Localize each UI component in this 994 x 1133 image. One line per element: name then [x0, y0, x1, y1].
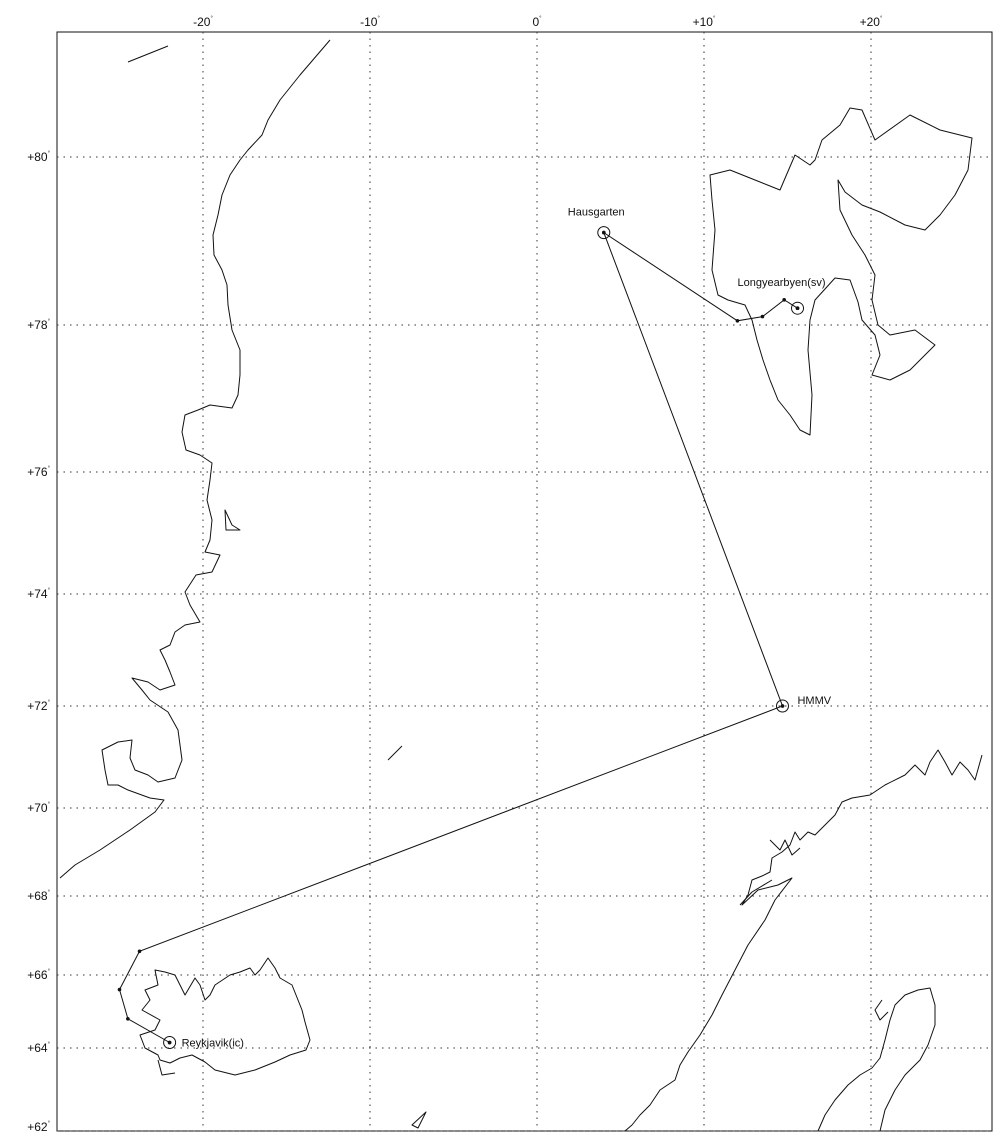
station-label: Longyearbyen(sv) — [738, 277, 826, 289]
map-frame — [56, 31, 993, 1132]
lon-tick-label: +20° — [860, 15, 883, 29]
lon-tick-label: -20° — [193, 15, 213, 29]
degree-symbol: ° — [539, 16, 542, 22]
lat-tick-label: +78° — [27, 318, 50, 332]
track-waypoint — [782, 298, 786, 302]
degree-symbol: ° — [880, 16, 883, 22]
lat-tick-label: +68° — [27, 889, 50, 903]
kola-fjord — [874, 999, 889, 1021]
island-small-2 — [127, 45, 169, 63]
station-marker[interactable] — [775, 699, 789, 713]
iceland-west-fjords — [157, 1059, 176, 1076]
lat-tick-label: +64° — [27, 1041, 50, 1055]
island-jan-mayen — [387, 745, 403, 761]
station-label: HMMV — [797, 695, 831, 707]
lon-tick-label: 0° — [532, 15, 542, 29]
lat-tick-label: +74° — [27, 587, 50, 601]
station-marker[interactable] — [597, 226, 611, 240]
greenland-coastline — [59, 39, 331, 879]
degree-symbol: ° — [713, 16, 716, 22]
station-dot — [602, 230, 606, 235]
lon-tick-label: +10° — [693, 15, 716, 29]
island-small-1 — [224, 509, 241, 531]
coastlines — [59, 39, 983, 1132]
degree-symbol: ° — [48, 802, 51, 808]
iceland-coastline — [139, 957, 311, 1076]
degree-symbol: ° — [48, 969, 51, 975]
degree-symbol: ° — [48, 700, 51, 706]
track-waypoint — [735, 319, 740, 323]
station-dot — [167, 1040, 172, 1045]
degree-symbol: ° — [377, 16, 380, 22]
station-marker[interactable] — [163, 1036, 177, 1050]
cruise-track — [117, 230, 800, 1045]
lat-tick-label: +72° — [27, 699, 50, 713]
station-marker[interactable] — [791, 301, 805, 315]
track-waypoint — [137, 949, 142, 954]
degree-symbol: ° — [48, 466, 51, 472]
track-waypoint — [760, 314, 765, 319]
svalbard-coastline — [709, 107, 973, 436]
kola-coastline — [817, 987, 936, 1132]
degree-symbol: ° — [48, 151, 51, 157]
graticule — [57, 32, 992, 1132]
degree-symbol: ° — [48, 1042, 51, 1048]
degree-symbol: ° — [48, 1121, 51, 1127]
station-label: Hausgarten — [568, 207, 625, 219]
station-label: Reykjavik(ic) — [182, 1038, 244, 1050]
norway-fjord-1 — [769, 839, 801, 856]
lat-tick-label: +62° — [27, 1120, 50, 1133]
lat-tick-label: +70° — [27, 801, 50, 815]
degree-symbol: ° — [48, 588, 51, 594]
station-dot — [780, 704, 785, 708]
lat-tick-label: +76° — [27, 465, 50, 479]
lon-tick-label: -10° — [360, 15, 380, 29]
norway-fjord-2 — [739, 879, 773, 906]
track-waypoint — [117, 987, 122, 992]
norway-coastline — [624, 749, 983, 1132]
degree-symbol: ° — [210, 16, 213, 22]
track-line — [118, 231, 798, 1043]
lat-tick-label: +80° — [27, 150, 50, 164]
lat-tick-label: +66° — [27, 968, 50, 982]
island-small-3 — [411, 1111, 427, 1129]
station-dot — [795, 306, 800, 311]
degree-symbol: ° — [48, 319, 51, 325]
track-waypoint — [126, 1017, 130, 1021]
degree-symbol: ° — [48, 890, 51, 896]
axis-labels: -20° -10° 0° +10° +20° +80° +78° +76° +74° +72° +7… — [27, 15, 883, 1133]
